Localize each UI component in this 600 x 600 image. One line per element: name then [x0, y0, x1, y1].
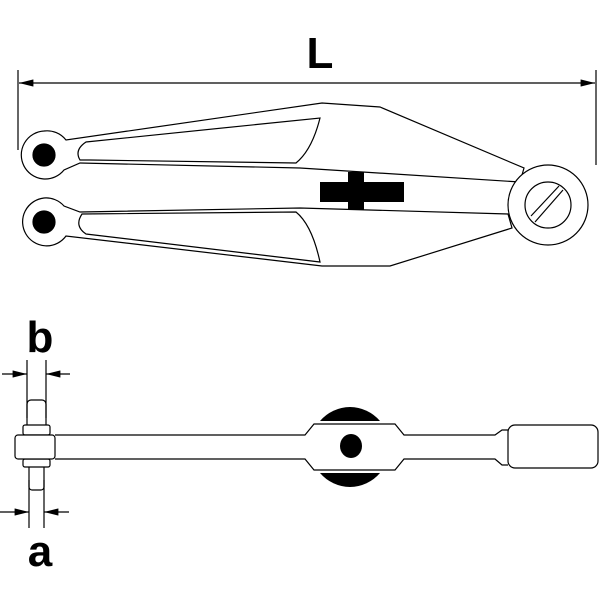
head-block	[14, 434, 56, 460]
boss-outline	[272, 423, 508, 471]
knob-bottom	[320, 473, 380, 487]
b-label: b	[27, 313, 54, 362]
screw-slot-a	[534, 189, 564, 223]
screw-slot-b	[530, 185, 560, 217]
upper-eye-hole	[32, 143, 56, 167]
side-view: b a	[0, 313, 599, 576]
handle-bar	[55, 434, 272, 460]
pivot-screw	[524, 181, 572, 229]
upper-arm-recess	[77, 117, 321, 164]
knob-top	[320, 407, 380, 421]
upper-collar	[22, 424, 51, 436]
a-label: a	[28, 527, 53, 576]
lower-arm	[22, 197, 513, 267]
boss-hole	[340, 434, 362, 458]
lower-collar	[22, 458, 51, 468]
top-view: L	[17, 29, 597, 267]
lower-arm-recess	[78, 211, 321, 263]
end-grip	[507, 424, 599, 469]
upper-arm	[20, 102, 525, 183]
length-label: L	[307, 29, 334, 78]
pivot-eye	[507, 164, 589, 246]
lower-eye-hole	[32, 210, 56, 234]
adjust-knob	[320, 172, 404, 210]
